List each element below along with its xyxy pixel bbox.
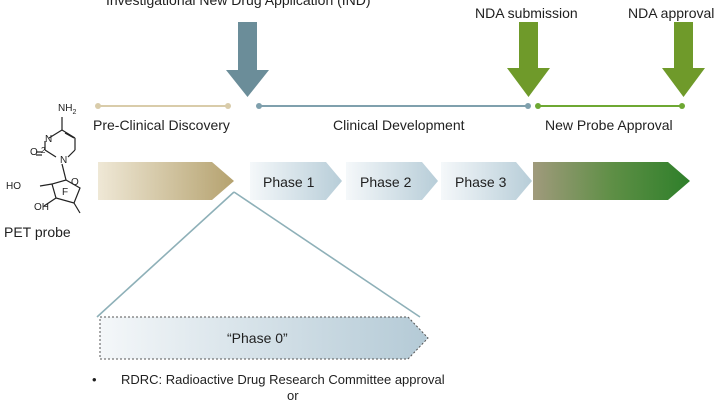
phase-1-label: Phase 1 (263, 174, 315, 190)
hydroxyl-label: OH (34, 202, 49, 213)
ind-milestone-arrow (226, 22, 269, 97)
carbonyl-number: 2 (41, 146, 46, 155)
nda-submission-label: NDA submission (475, 5, 578, 21)
phase-0-chevron (99, 316, 429, 360)
nda-submission-arrow (507, 22, 550, 97)
fluorine-label: F (62, 187, 69, 198)
pet-probe-molecule (36, 117, 81, 214)
phase-0-callout-lines (96, 191, 421, 318)
approval-timeline (535, 103, 685, 109)
carbonyl-o-label: O (30, 147, 38, 158)
note-bullet: • (92, 372, 97, 387)
amine-label: NH2 (58, 103, 77, 116)
rdrc-note: RDRC: Radioactive Drug Research Committe… (121, 372, 445, 387)
phase-0-label: “Phase 0” (227, 330, 288, 346)
phase-3-chevron (441, 162, 532, 200)
preclinical-stage-label: Pre-Clinical Discovery (93, 117, 230, 133)
ind-label: Investigational New Drug Application (IN… (106, 0, 371, 8)
approval-stage-label: New Probe Approval (545, 117, 673, 133)
preclinical-chevron (98, 162, 234, 200)
phase-2-chevron (346, 162, 438, 200)
clinical-timeline (256, 103, 531, 109)
hydroxymethyl-label: HO (6, 181, 21, 192)
phase-2-label: Phase 2 (360, 174, 412, 190)
clinical-stage-label: Clinical Development (333, 117, 465, 133)
or-note: or (287, 388, 299, 403)
phase-3-label: Phase 3 (455, 174, 507, 190)
pet-probe-label: PET probe (4, 224, 71, 240)
preclinical-timeline (95, 103, 231, 109)
phase-1-chevron (250, 162, 342, 200)
nda-approval-label: NDA approval (628, 5, 715, 21)
n3-label: N (45, 134, 53, 145)
ring-o-label: O (71, 177, 79, 188)
approval-chevron (533, 162, 690, 200)
n1-label: N (60, 155, 68, 166)
nda-approval-arrow (662, 22, 705, 97)
